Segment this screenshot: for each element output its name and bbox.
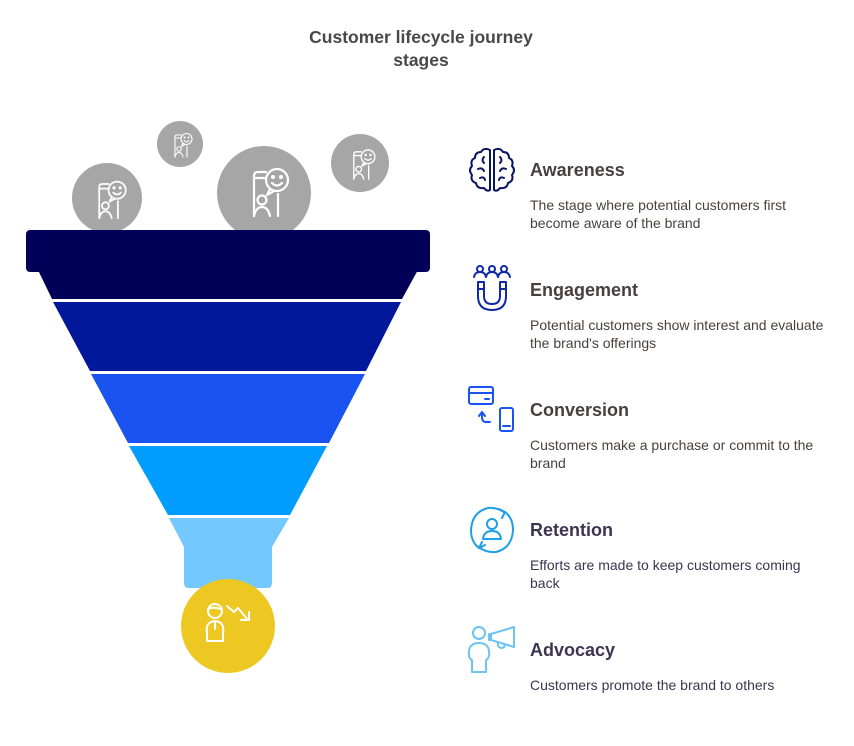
funnel-rim xyxy=(26,230,430,272)
customer-bubble xyxy=(157,121,203,167)
funnel-band-awareness xyxy=(37,268,419,299)
funnel-band-advocacy xyxy=(169,518,289,588)
customer-bubble xyxy=(72,163,142,232)
stage-description: The stage where potential customers firs… xyxy=(530,197,787,231)
stage-name: Advocacy xyxy=(530,640,616,660)
customer-bubble xyxy=(331,134,389,192)
funnel-bands xyxy=(37,268,419,588)
stage-name: Engagement xyxy=(530,280,639,300)
funnel-drop xyxy=(181,579,275,673)
stage-description: Efforts are made to keep customers comin… xyxy=(530,557,801,591)
brain-icon xyxy=(469,147,515,192)
customer-bubble xyxy=(217,146,311,232)
funnel-band-conversion xyxy=(91,374,365,443)
stage-name: Retention xyxy=(530,520,613,540)
stage-description: Customers make a purchase or commit to t… xyxy=(530,437,814,471)
title-line-2: stages xyxy=(393,50,449,70)
funnel-band-retention xyxy=(129,446,327,515)
person-megaphone-icon xyxy=(467,626,515,673)
funnel-graphic xyxy=(26,121,430,673)
card-to-phone-icon xyxy=(468,386,514,432)
stage-description: Customers promote the brand to others xyxy=(530,677,775,693)
stage-name: Awareness xyxy=(530,160,625,180)
title-line-1: Customer lifecycle journey xyxy=(309,27,533,47)
stage-description: Potential customers show interest and ev… xyxy=(530,317,824,351)
diagram-title: Customer lifecycle journey stages xyxy=(0,26,842,72)
stage-name: Conversion xyxy=(530,400,630,420)
customer-bubbles xyxy=(72,121,389,232)
magnet-people-icon xyxy=(473,265,511,311)
person-cycle-icon xyxy=(470,506,514,554)
person-declining-arrow-icon xyxy=(205,603,250,642)
funnel-band-engagement xyxy=(53,302,401,371)
